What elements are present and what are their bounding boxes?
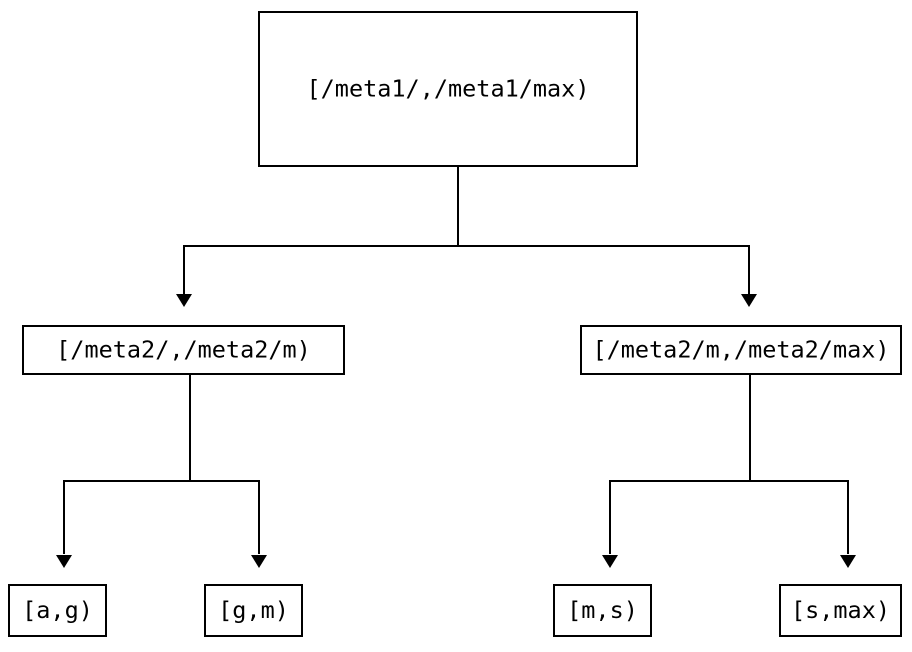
edge-connector-line — [189, 375, 260, 554]
edges-layer — [56, 167, 856, 568]
node-label-leaf-m-s: [m,s) — [567, 596, 638, 624]
edge-mid-left-leaf-a-g — [56, 375, 191, 568]
node-box-mid-right[interactable] — [580, 325, 902, 375]
edge-mid-right-leaf-m-s — [602, 375, 751, 568]
arrowhead-down-icon — [251, 555, 267, 568]
edge-connector-line — [609, 375, 751, 554]
tree-node-leaf-m-s[interactable]: [m,s) — [553, 584, 652, 637]
tree-node-mid-right[interactable]: [/meta2/m,/meta2/max) — [580, 325, 902, 375]
node-box-leaf-m-s[interactable] — [553, 584, 652, 637]
tree-node-root[interactable]: [/meta1/,/meta1/max) — [258, 11, 638, 167]
node-box-leaf-s-max[interactable] — [779, 584, 902, 637]
edge-connector-line — [749, 375, 849, 554]
edge-connector-line — [63, 375, 191, 554]
node-label-leaf-s-max: [s,max) — [791, 596, 890, 624]
edge-root-mid-right — [457, 167, 757, 307]
node-label-mid-right: [/meta2/m,/meta2/max) — [592, 336, 889, 364]
arrowhead-down-icon — [56, 555, 72, 568]
edge-mid-left-leaf-g-m — [189, 375, 267, 568]
node-box-leaf-a-g[interactable] — [8, 584, 107, 637]
tree-node-leaf-s-max[interactable]: [s,max) — [779, 584, 902, 637]
node-label-leaf-g-m: [g,m) — [218, 596, 289, 624]
nodes-layer: [/meta1/,/meta1/max) [/meta2/,/meta2/m) [/… — [8, 11, 902, 637]
node-label-mid-left: [/meta2/,/meta2/m) — [56, 336, 311, 364]
arrowhead-down-icon — [176, 294, 192, 307]
tree-node-leaf-g-m[interactable]: [g,m) — [204, 584, 303, 637]
node-box-leaf-g-m[interactable] — [204, 584, 303, 637]
node-label-leaf-a-g: [a,g) — [22, 596, 93, 624]
tree-node-mid-left[interactable]: [/meta2/,/meta2/m) — [22, 325, 345, 375]
edge-connector-line — [183, 167, 459, 294]
edge-mid-right-leaf-s-max — [749, 375, 856, 568]
arrowhead-down-icon — [602, 555, 618, 568]
edge-root-mid-left — [176, 167, 459, 307]
tree-node-leaf-a-g[interactable]: [a,g) — [8, 584, 107, 637]
node-box-root[interactable] — [258, 11, 638, 167]
edge-connector-line — [457, 167, 750, 294]
arrowhead-down-icon — [840, 555, 856, 568]
arrowhead-down-icon — [741, 294, 757, 307]
node-box-mid-left[interactable] — [22, 325, 345, 375]
node-label-root: [/meta1/,/meta1/max) — [307, 75, 590, 103]
